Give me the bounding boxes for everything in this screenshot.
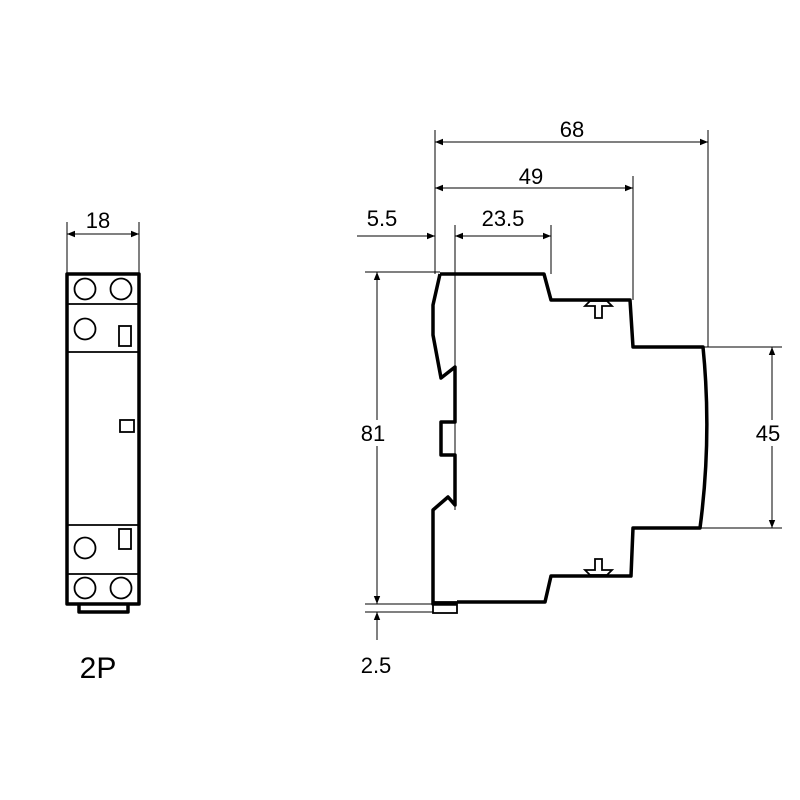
cover-clip-icon bbox=[582, 558, 615, 576]
label-bg bbox=[752, 420, 784, 446]
terminal-screw-icon bbox=[73, 536, 97, 560]
dimension-rail-offset: 5.5 bbox=[367, 206, 398, 231]
device-body-front bbox=[65, 272, 141, 606]
terminal-window bbox=[118, 325, 132, 347]
terminal-screw-icon bbox=[109, 277, 133, 301]
rail-clip bbox=[77, 604, 130, 614]
side-view: 68 49 5.5 23.5 81 2.5 45 bbox=[357, 117, 784, 678]
terminal-screw-icon bbox=[73, 277, 97, 301]
label-bg bbox=[358, 420, 388, 446]
dimension-step: 23.5 bbox=[482, 206, 525, 231]
terminal-screw-icon bbox=[73, 576, 97, 600]
front-view: 18 2P bbox=[65, 208, 141, 685]
pole-label: 2P bbox=[80, 652, 117, 685]
terminal-screw-icon bbox=[73, 317, 97, 341]
dimension-mid-depth: 49 bbox=[519, 164, 543, 189]
dimension-front-height: 45 bbox=[756, 421, 780, 446]
indicator-window bbox=[119, 419, 135, 433]
terminal-screw-icon bbox=[109, 576, 133, 600]
dimension-base: 2.5 bbox=[361, 653, 392, 678]
rail-clip bbox=[432, 601, 458, 614]
terminal-window bbox=[118, 528, 132, 550]
dimension-overall-depth: 68 bbox=[560, 117, 584, 142]
dimension-height: 81 bbox=[361, 421, 385, 446]
cover-clip-icon bbox=[582, 300, 615, 319]
dimension-width: 18 bbox=[86, 208, 110, 233]
device-body-side bbox=[431, 272, 709, 606]
